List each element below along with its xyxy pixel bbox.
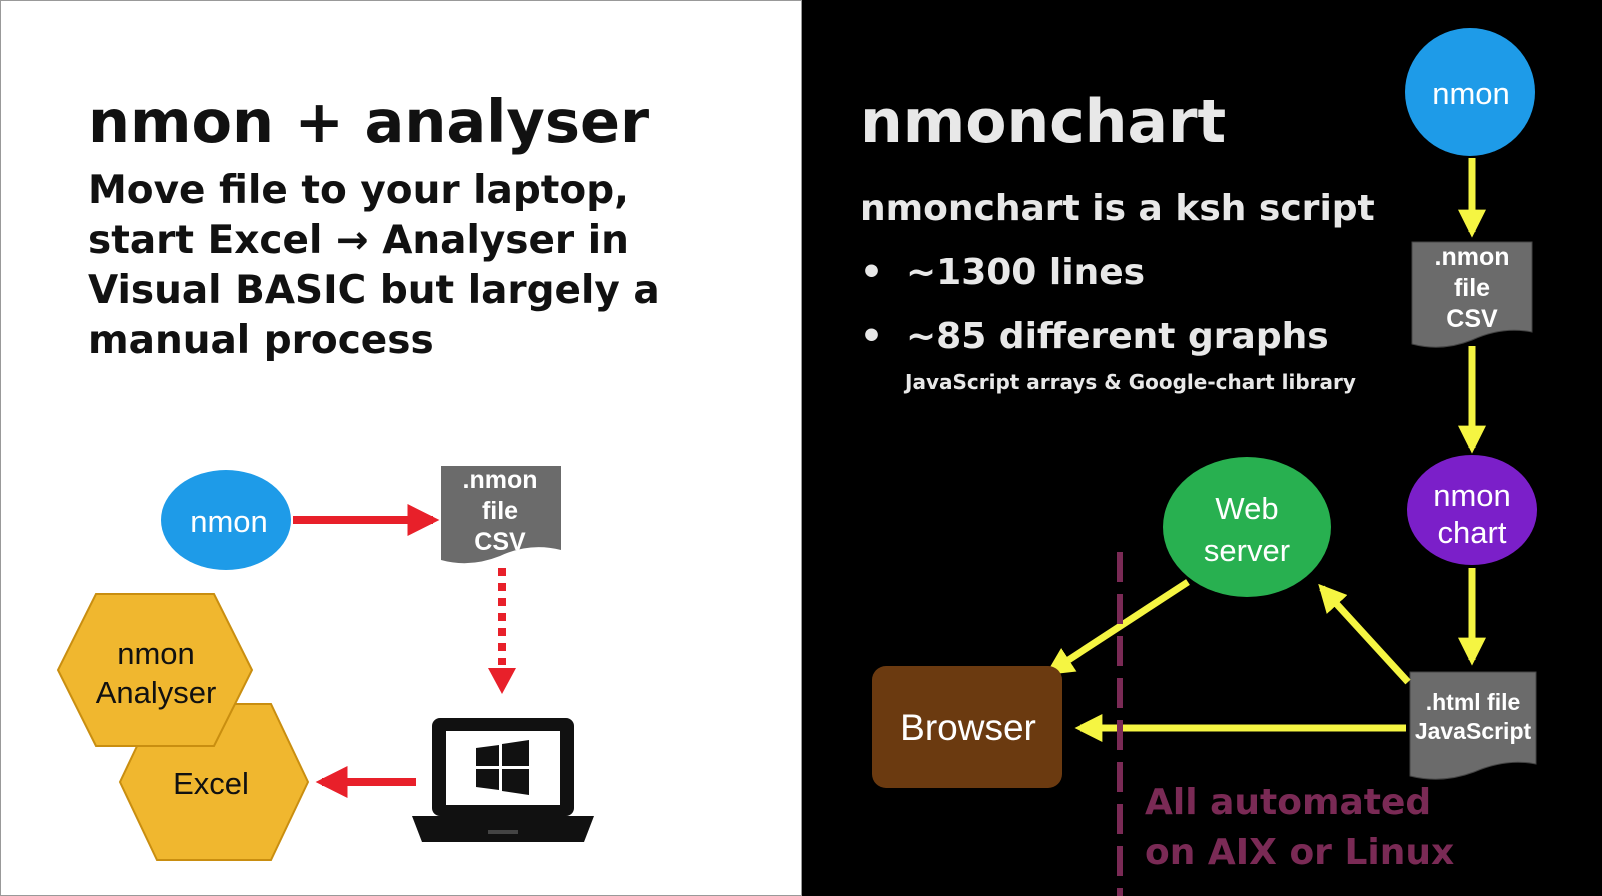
arrow-html-to-webserver: [1318, 583, 1411, 685]
file-doc-icon: [1411, 241, 1533, 348]
left-subtitle-line: start Excel → Analyser in: [88, 218, 629, 263]
nmon-node-label: nmon: [190, 504, 268, 539]
left-subtitle-line: manual process: [88, 318, 434, 363]
excel-label: Excel: [173, 766, 249, 801]
automated-line: on AIX or Linux: [1145, 832, 1455, 873]
browser-node: [872, 666, 1062, 788]
html-file-icon: [1409, 671, 1537, 780]
automated-note: All automated on AIX or Linux: [1145, 778, 1454, 878]
webserver-label-line: server: [1204, 533, 1290, 568]
browser-label: Browser: [900, 707, 1036, 748]
windows-logo-icon: [476, 740, 529, 795]
file-doc-icon: [441, 466, 561, 564]
left-diagram: nmon .nmon file CSV: [56, 466, 594, 861]
dashed-arrow-head: [488, 668, 516, 694]
bullet-note: JavaScript arrays & Google-chart library: [905, 370, 1356, 394]
right-title: nmonchart: [860, 87, 1227, 157]
left-title: nmon + analyser: [88, 87, 650, 156]
bullet-text: ~1300 lines: [906, 252, 1146, 293]
webserver-label-line: Web: [1215, 491, 1278, 526]
arrow-webserver-to-browser: [1045, 579, 1190, 676]
html-label-line: JavaScript: [1415, 718, 1532, 744]
left-subtitle-line: Move file to your laptop,: [88, 168, 629, 213]
file-label-line: .nmon: [463, 466, 538, 494]
file-label-line: file: [482, 497, 518, 525]
bullet-item: •~1300 lines: [860, 252, 1146, 293]
analyser-hexagon: [56, 593, 254, 747]
nmonchart-node: [1407, 455, 1537, 565]
left-subtitle: Move file to your laptop, start Excel → …: [88, 166, 778, 366]
html-label-line: .html file: [1426, 689, 1521, 715]
file-label-line: CSV: [1446, 305, 1498, 333]
file-label-line: CSV: [474, 528, 526, 556]
laptop-icon: [412, 718, 594, 842]
webserver-node: [1163, 457, 1331, 597]
nmon-node: [161, 470, 291, 570]
nmonchart-label-line: chart: [1438, 515, 1507, 550]
right-subtitle: nmonchart is a ksh script: [860, 188, 1375, 229]
right-diagram: nmon .nmon file CSV nmon chart .html fil…: [872, 28, 1537, 896]
bullet-text: ~85 different graphs: [906, 316, 1329, 357]
nmonchart-label-line: nmon: [1433, 478, 1511, 513]
automated-line: All automated: [1145, 782, 1432, 823]
analyser-label-line: Analyser: [96, 675, 217, 710]
nmon-node-label: nmon: [1432, 76, 1510, 111]
bullet-item: •~85 different graphs: [860, 316, 1329, 357]
left-subtitle-line: Visual BASIC but largely a: [88, 268, 660, 313]
nmon-node: [1405, 28, 1535, 156]
analyser-label-line: nmon: [117, 636, 195, 671]
file-label-line: file: [1454, 274, 1490, 302]
file-label-line: .nmon: [1435, 243, 1510, 271]
